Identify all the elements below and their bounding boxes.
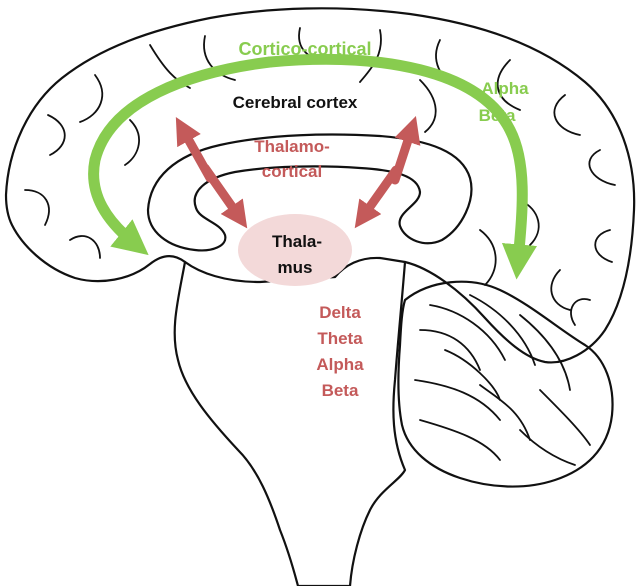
label-thalamus-line2: mus: [278, 258, 313, 277]
label-cortex-beta: Beta: [479, 106, 516, 125]
label-thalamus-line1: Thala-: [272, 232, 322, 251]
cerebellum: [398, 282, 612, 487]
label-cortico-cortical: Cortico-cortical: [238, 39, 371, 59]
label-cortex-alpha: Alpha: [481, 79, 529, 98]
label-cerebral-cortex: Cerebral cortex: [233, 93, 358, 112]
thalamocortical-arrow-right-down: [362, 170, 396, 218]
label-thalamic-theta: Theta: [317, 329, 363, 348]
cerebellum-folia: [415, 295, 590, 465]
brainstem: [175, 262, 405, 586]
label-thalamic-alpha: Alpha: [316, 355, 364, 374]
label-thalamic-delta: Delta: [319, 303, 361, 322]
label-thalamocortical-line1: Thalamo-: [254, 137, 330, 156]
label-thalamic-beta: Beta: [322, 381, 359, 400]
label-thalamocortical-line2: cortical: [262, 162, 322, 181]
